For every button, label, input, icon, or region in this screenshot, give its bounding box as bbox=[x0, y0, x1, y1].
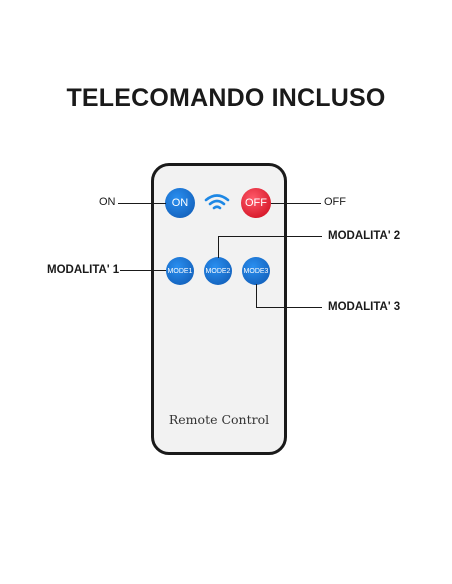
on-callout-label: ON bbox=[99, 196, 116, 208]
mode2-callout-line-vertical bbox=[218, 236, 219, 258]
mode3-callout-line-vertical bbox=[256, 284, 257, 308]
off-button[interactable]: OFF bbox=[241, 188, 271, 218]
mode2-callout-label: MODALITA' 2 bbox=[328, 230, 401, 242]
mode3-callout-line-horizontal bbox=[256, 307, 322, 308]
mode1-callout-line bbox=[120, 270, 166, 271]
page-title: TELECOMANDO INCLUSO bbox=[66, 84, 386, 112]
mode3-callout-label: MODALITA' 3 bbox=[328, 301, 401, 313]
wifi-icon bbox=[204, 194, 230, 210]
off-callout-label: OFF bbox=[324, 196, 346, 208]
remote-control-label: Remote Control bbox=[168, 412, 270, 427]
on-callout-line bbox=[118, 203, 166, 204]
off-callout-line bbox=[271, 203, 321, 204]
mode2-callout-line-horizontal bbox=[218, 236, 322, 237]
mode1-callout-label: MODALITA' 1 bbox=[47, 264, 120, 276]
mode2-button[interactable]: MODE2 bbox=[204, 257, 232, 285]
mode3-button[interactable]: MODE3 bbox=[242, 257, 270, 285]
on-button[interactable]: ON bbox=[165, 188, 195, 218]
mode1-button[interactable]: MODE1 bbox=[166, 257, 194, 285]
